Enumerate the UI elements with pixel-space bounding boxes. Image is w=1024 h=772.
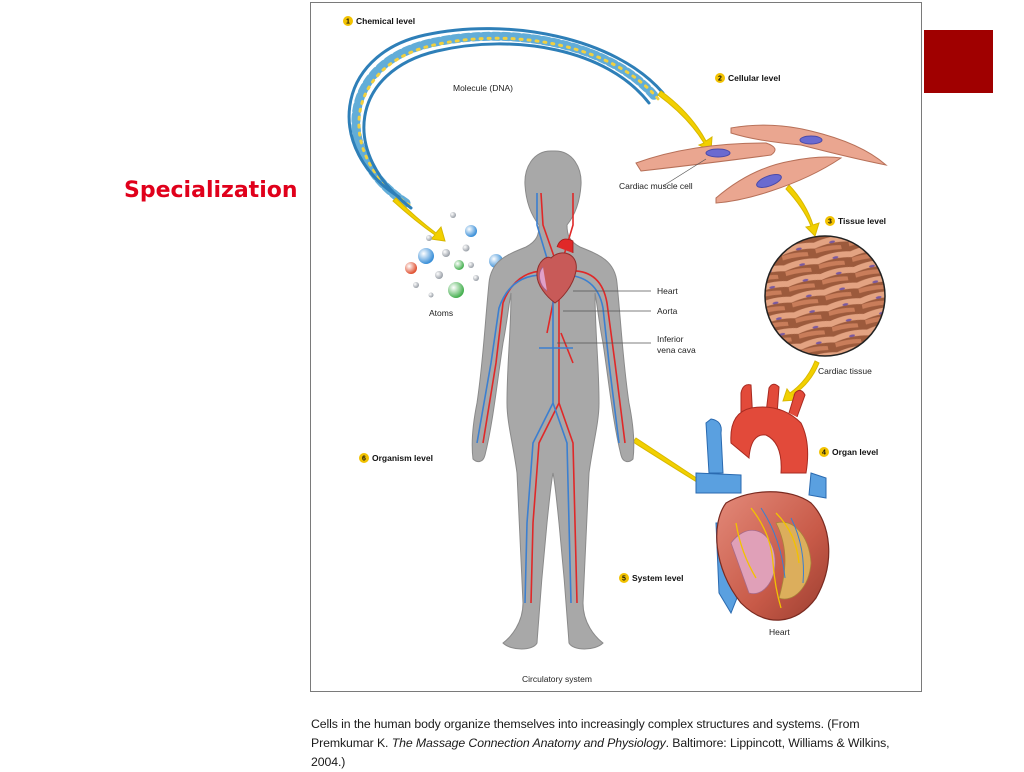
dna-helix	[347, 27, 665, 210]
level-badge-1: 1 Chemical level	[343, 16, 415, 26]
level-badge-3: 3 Tissue level	[825, 216, 886, 226]
label-cardiac-muscle-cell: Cardiac muscle cell	[619, 181, 693, 191]
cardiac-muscle-cells	[635, 124, 888, 204]
level-badge-6: 6 Organism level	[359, 453, 433, 463]
label-body-heart: Heart	[657, 286, 678, 296]
level-badge-2: 2 Cellular level	[715, 73, 780, 83]
level-badge-5: 5 System level	[619, 573, 684, 583]
svg-text:System level: System level	[632, 573, 684, 583]
svg-text:5: 5	[622, 576, 626, 583]
label-atoms: Atoms	[429, 308, 453, 318]
svg-text:1: 1	[346, 19, 350, 26]
label-heart-organ: Heart	[769, 627, 790, 637]
svg-text:Organ level: Organ level	[832, 447, 878, 457]
svg-text:Chemical level: Chemical level	[356, 16, 415, 26]
level-arrows	[392, 90, 820, 490]
cardiac-tissue-disk	[764, 235, 886, 357]
svg-text:Organism level: Organism level	[372, 453, 433, 463]
caption-book-title: The Massage Connection Anatomy and Physi…	[391, 736, 666, 750]
label-cardiac-tissue: Cardiac tissue	[818, 366, 872, 376]
label-circulatory-system: Circulatory system	[522, 674, 592, 684]
level-badge-4: 4 Organ level	[819, 447, 878, 457]
levels-of-organization-diagram: 1 Chemical level 2 Cellular level 3 Tiss…	[343, 16, 888, 684]
figure-frame: 1 Chemical level 2 Cellular level 3 Tiss…	[310, 2, 922, 692]
figure-caption: Cells in the human body organize themsel…	[311, 715, 911, 772]
label-vena-cava-line2: vena cava	[657, 345, 696, 355]
slide-title: Specialization	[124, 178, 298, 203]
svg-text:3: 3	[828, 219, 832, 226]
svg-text:Cellular level: Cellular level	[728, 73, 780, 83]
caption-text: Cells in the human body organize themsel…	[311, 717, 860, 750]
label-molecule: Molecule (DNA)	[453, 83, 513, 93]
label-vena-cava-line1: Inferior	[657, 334, 684, 344]
atoms-cluster	[405, 212, 503, 298]
svg-text:6: 6	[362, 456, 366, 463]
human-body-silhouette	[471, 150, 651, 650]
heart-organ	[695, 383, 830, 621]
label-aorta: Aorta	[657, 306, 678, 316]
caption-publisher: . Baltimore: Lippincott, Williams & Wilk…	[311, 736, 890, 769]
svg-text:Tissue level: Tissue level	[838, 216, 886, 226]
svg-text:4: 4	[822, 450, 826, 457]
accent-square	[924, 30, 993, 93]
svg-text:2: 2	[718, 76, 722, 83]
